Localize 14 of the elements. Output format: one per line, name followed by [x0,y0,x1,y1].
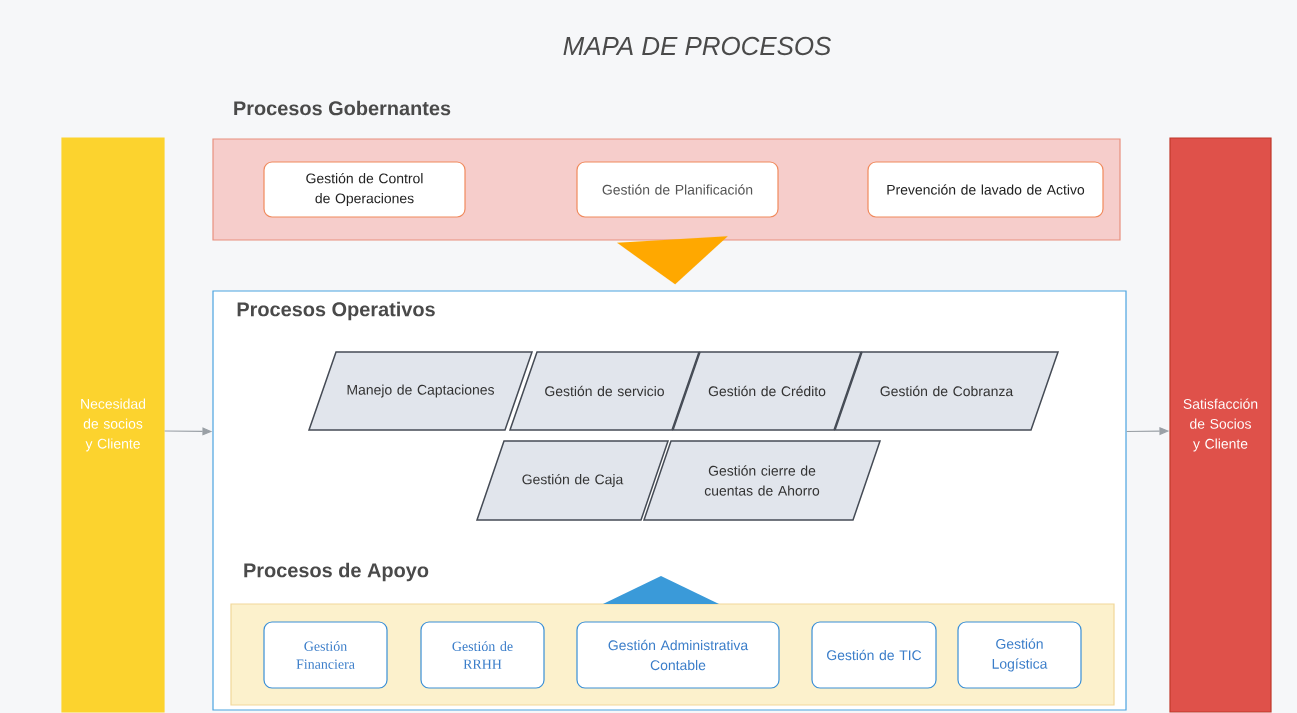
side-bar: Necesidad de socios y Cliente [61,137,165,713]
process-box: Gestión de Control de Operaciones [263,161,466,218]
process-box: Gestión de Planificación [576,161,779,218]
section-heading: Procesos Operativos [237,301,435,321]
title: MAPA DE PROCESOS [563,36,832,56]
side-bar: Satisfacción de Socios y Cliente [1169,137,1272,713]
process-box: Gestión Administrativa Contable [576,621,780,689]
process-box: Gestión de RRHH [420,621,545,689]
process-box: Gestión Financiera [263,621,388,689]
process-box: Gestión de TIC [811,621,937,689]
process-box: Gestión Logística [957,621,1082,689]
section-heading: Procesos Gobernantes [234,100,451,116]
section-heading: Procesos de Apoyo [244,562,429,582]
process-box: Prevención de lavado de Activo [867,161,1104,218]
